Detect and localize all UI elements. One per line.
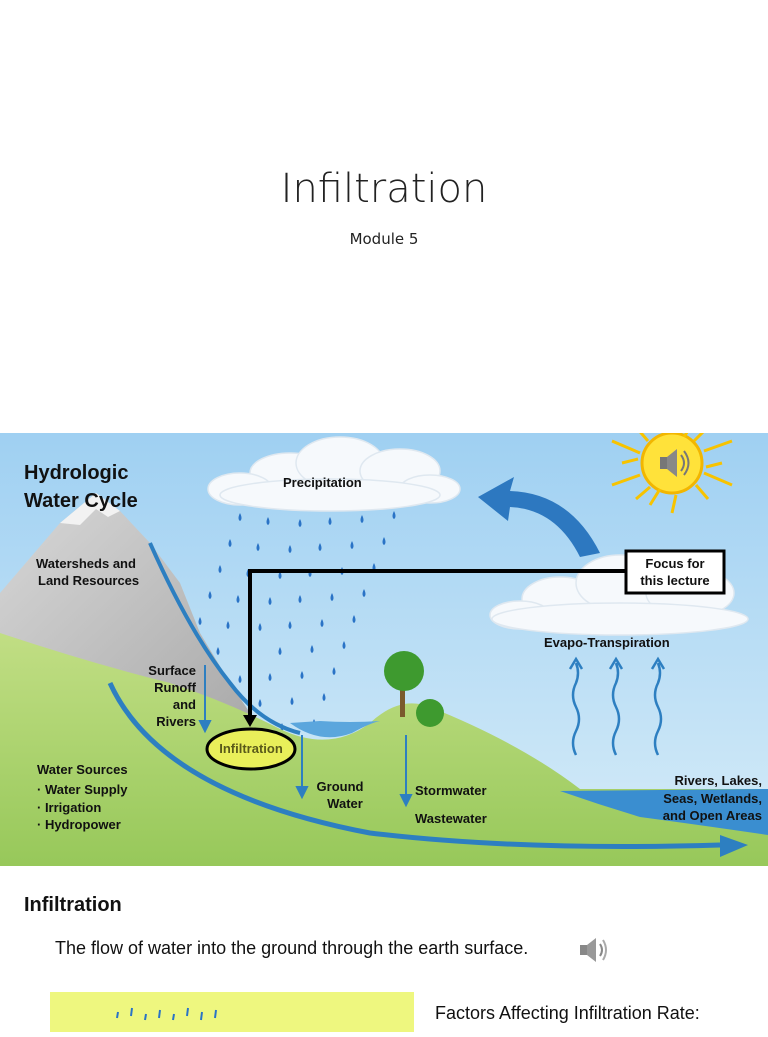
- speaker-icon[interactable]: [578, 934, 610, 966]
- infiltration-highlight: [205, 727, 297, 771]
- tree-icon: [384, 651, 444, 727]
- ground: [0, 633, 768, 866]
- runoff-label-4: Rivers: [156, 714, 196, 729]
- rivers-label-2: Seas, Wetlands,: [663, 791, 762, 806]
- focus-label: Focus for: [645, 556, 704, 571]
- lake: [290, 721, 380, 738]
- stormwater-label: Stormwater: [415, 783, 487, 798]
- rain-image-box: [50, 992, 414, 1032]
- river-stream: [148, 542, 301, 735]
- rain-drops: [158, 511, 396, 735]
- ground-water-label-2: Water: [327, 796, 363, 811]
- cloud-icon: [207, 436, 461, 512]
- ground-water-label-1: Ground: [317, 779, 364, 794]
- runoff-label-3: and: [173, 697, 196, 712]
- slide-title: Infiltration: [280, 166, 488, 212]
- title-slide: Infiltration Module 5: [0, 0, 768, 432]
- hydrologic-cycle-diagram: Hydrologic Water Cycle Precipitation Wat…: [0, 433, 768, 866]
- wastewater-label: Wastewater: [415, 811, 487, 826]
- precipitation-label: Precipitation: [283, 475, 362, 490]
- infiltration-label: Infiltration: [219, 741, 283, 756]
- flow-arrow: [107, 681, 721, 849]
- water-sources-item: · Irrigation: [37, 800, 101, 815]
- water-sources-title: Water Sources: [37, 762, 128, 777]
- slide-subtitle: Module 5: [349, 230, 419, 248]
- definition-slide: Infiltration The flow of water into the …: [0, 866, 768, 1032]
- evapotranspiration-arrows: [568, 656, 666, 756]
- speaker-icon[interactable]: [660, 449, 690, 477]
- water-sources-item: · Hydropower: [37, 817, 121, 832]
- definition-text: The flow of water into the ground throug…: [55, 938, 529, 958]
- watersheds-label-2: Land Resources: [38, 573, 139, 588]
- rivers-label-1: Rivers, Lakes,: [675, 773, 762, 788]
- evaporation-arrow: [478, 477, 600, 557]
- runoff-label-2: Runoff: [154, 680, 197, 695]
- rivers-label-3: and Open Areas: [663, 808, 762, 823]
- diagram-heading-2: Water Cycle: [24, 490, 138, 512]
- watersheds-label: Watersheds and: [36, 556, 136, 571]
- section-title: Infiltration: [24, 894, 122, 916]
- sea: [560, 789, 768, 835]
- flow-down-arrows: [198, 665, 413, 808]
- focus-box: [624, 549, 726, 595]
- diagram-heading: Hydrologic: [24, 462, 128, 484]
- evapo-label: Evapo-Transpiration: [544, 635, 670, 650]
- focus-connector: [248, 569, 626, 719]
- water-sources-item: · Water Supply: [37, 782, 128, 797]
- rain-drops: [116, 1007, 217, 1021]
- focus-label-2: this lecture: [640, 573, 709, 588]
- factors-heading: Factors Affecting Infiltration Rate:: [435, 1003, 700, 1023]
- runoff-label-1: Surface: [148, 663, 196, 678]
